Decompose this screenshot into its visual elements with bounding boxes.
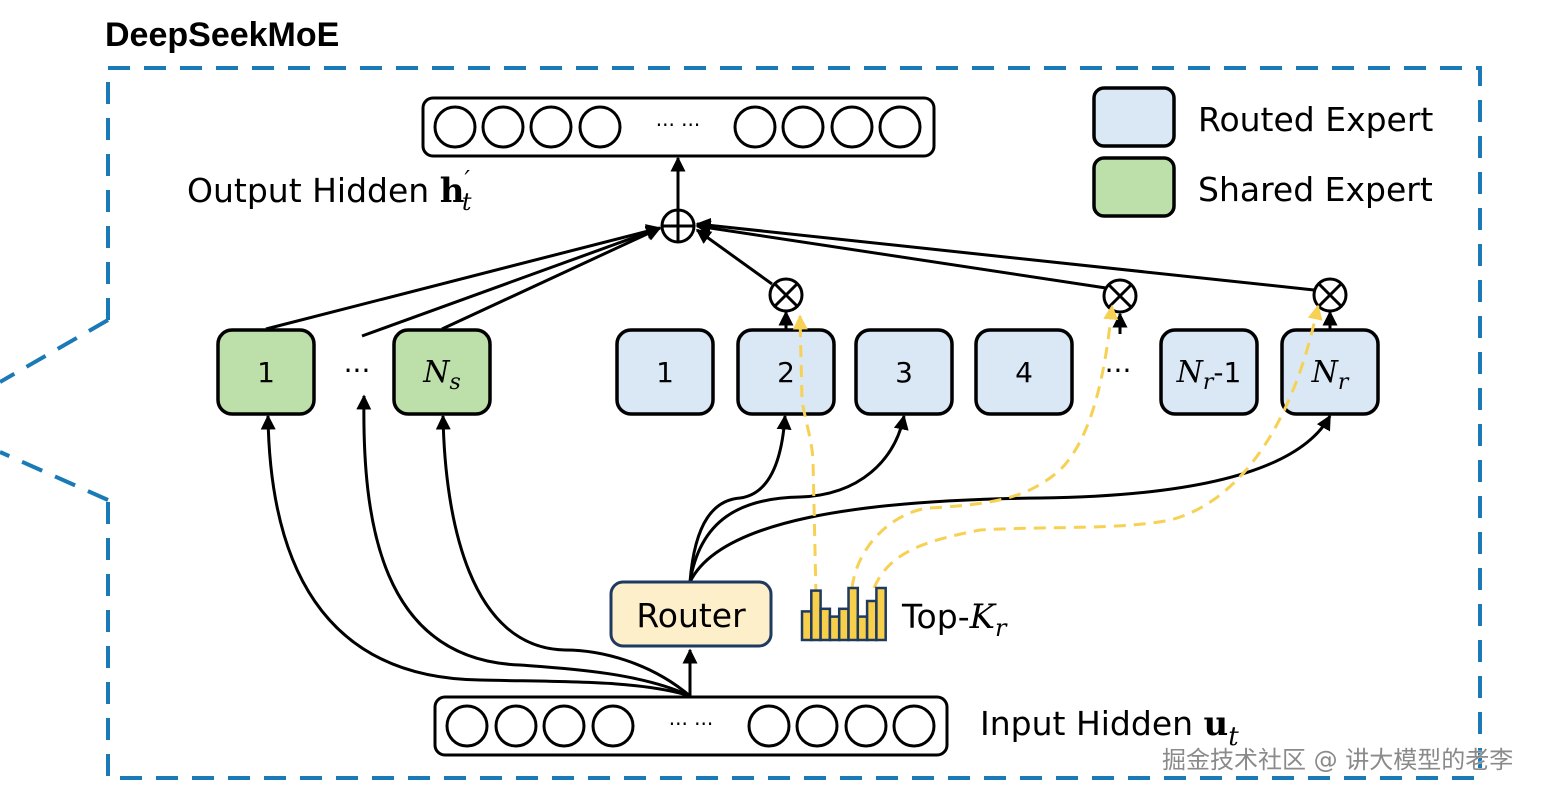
topk-bar-icon xyxy=(800,586,887,642)
shared-ellipsis: ··· xyxy=(344,354,371,387)
legend-label-routed: Routed Expert xyxy=(1198,100,1433,139)
callout-line-lower xyxy=(0,450,109,502)
diagram-title: DeepSeekMoE xyxy=(105,16,339,54)
times-circle-icon xyxy=(1102,278,1138,314)
routed-expert-3: 3 xyxy=(854,328,954,416)
input-hidden-vector: ··· ··· xyxy=(433,695,949,757)
topk-bar xyxy=(865,599,878,642)
hidden-unit-circle xyxy=(878,105,922,149)
topk-bar xyxy=(875,586,887,642)
topk-bar xyxy=(856,615,869,642)
topk-label: Top-Kr xyxy=(901,597,1008,642)
routed-ellipsis: ··· xyxy=(1105,354,1132,387)
output-hidden-vector: ··· ··· xyxy=(421,96,936,158)
hidden-unit-circle xyxy=(747,704,791,748)
expert-label: 2 xyxy=(777,356,795,389)
topk-bar xyxy=(847,586,860,642)
input-to-shared-curves xyxy=(260,394,691,698)
gate-value-paths xyxy=(792,304,1323,597)
expert-label: Nr xyxy=(1311,355,1350,395)
expert-to-gate-arrows xyxy=(778,310,1338,334)
legend-swatch-shared xyxy=(1092,156,1176,218)
times-circle-icon xyxy=(768,277,804,313)
expert-label: Nr-1 xyxy=(1176,355,1242,395)
routed-expert-1: 1 xyxy=(615,328,715,416)
routed-expert-4: 4 xyxy=(974,328,1074,416)
topk-bar xyxy=(819,607,832,642)
hidden-unit-circle xyxy=(844,704,888,748)
hidden-unit-circle xyxy=(481,105,525,149)
router-to-routed-curves xyxy=(688,414,1332,583)
expert-label: 1 xyxy=(257,356,275,389)
hidden-unit-circle xyxy=(781,105,825,149)
hidden-unit-circle xyxy=(795,704,839,748)
expert-label: Ns xyxy=(422,355,461,395)
moe-frame xyxy=(106,66,1482,780)
hidden-unit-circle xyxy=(494,704,538,748)
hidden-unit-circle xyxy=(578,105,622,149)
hidden-unit-circle xyxy=(433,105,477,149)
hidden-unit-circle xyxy=(542,704,586,748)
expert-label: 4 xyxy=(1015,356,1033,389)
output-vector-ellipsis: ··· ··· xyxy=(656,113,701,137)
hidden-unit-circle xyxy=(830,105,874,149)
output-hidden-label: Output Hidden h′t xyxy=(187,166,472,216)
legend-label-shared: Shared Expert xyxy=(1198,170,1433,209)
expert-label: 1 xyxy=(656,356,674,389)
router-label: Router xyxy=(636,596,746,635)
shared-expert-2: Ns xyxy=(392,328,492,416)
hidden-unit-circle xyxy=(445,704,489,748)
topk-bar xyxy=(800,610,813,642)
hidden-unit-circle xyxy=(892,704,936,748)
gates-to-sum-lines xyxy=(695,217,1315,292)
expert-label: 3 xyxy=(895,356,913,389)
topk-bar xyxy=(837,607,850,642)
input-vector-ellipsis: ··· ··· xyxy=(669,712,714,736)
routed-expert-5: Nr-1 xyxy=(1159,328,1259,416)
legend: Routed Expert Shared Expert xyxy=(1092,86,1433,218)
hidden-unit-circle xyxy=(733,105,777,149)
topk-bar xyxy=(810,589,822,642)
routed-experts: 1 2 3 4 Nr-1 Nr xyxy=(615,328,1380,416)
watermark: 掘金技术社区 @ 讲大模型的老李 xyxy=(1162,746,1513,774)
router-box: Router xyxy=(609,580,773,648)
callout-line-upper xyxy=(0,318,109,384)
hidden-unit-circle xyxy=(591,704,635,748)
routed-expert-6: Nr xyxy=(1280,328,1380,416)
hidden-unit-circle xyxy=(529,105,573,149)
topk-bar xyxy=(828,615,841,642)
shared-expert-1: 1 xyxy=(216,328,316,416)
routed-expert-2: 2 xyxy=(736,328,836,416)
shared-to-sum-lines xyxy=(265,224,662,338)
shared-experts: 1 Ns xyxy=(216,328,492,416)
input-hidden-label: Input Hidden ut xyxy=(980,704,1239,752)
times-circle-icon xyxy=(1312,277,1348,313)
legend-swatch-routed xyxy=(1092,86,1176,148)
plus-circle-icon xyxy=(660,208,696,244)
